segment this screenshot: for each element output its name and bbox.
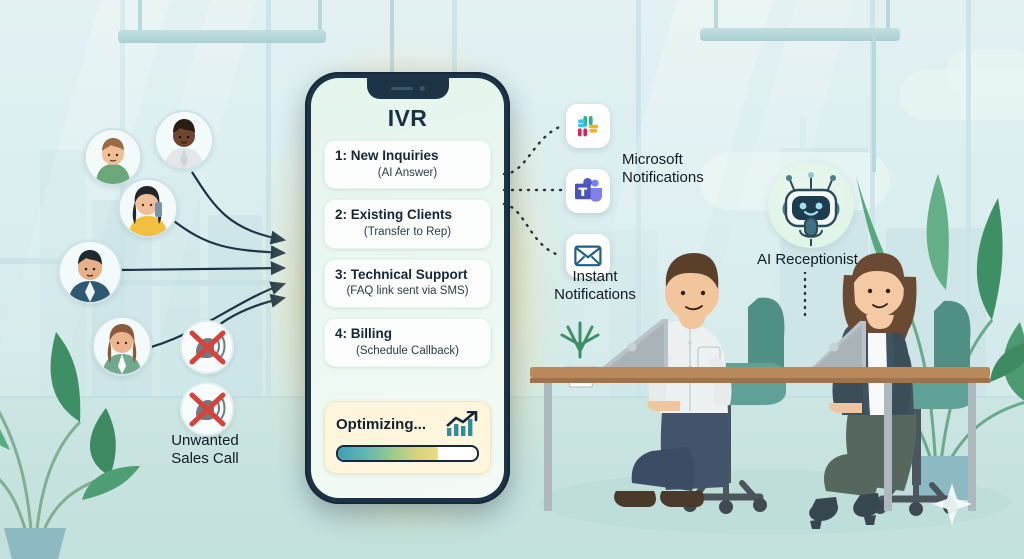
office-desk bbox=[530, 367, 990, 511]
phone-notch bbox=[366, 78, 449, 99]
window-mullion bbox=[966, 0, 971, 420]
sparkle-icon bbox=[932, 483, 972, 525]
ivr-menu-item-1[interactable]: 1: New Inquiries (AI Answer) bbox=[324, 140, 491, 190]
ivr-menu-item-4[interactable]: 4: Billing (Schedule Callback) bbox=[324, 317, 491, 367]
female-agent-at-laptop bbox=[809, 253, 917, 529]
ivr-menu-item-3[interactable]: 3: Technical Support (FAQ link sent via … bbox=[324, 258, 491, 308]
envelope-icon[interactable] bbox=[566, 234, 610, 278]
ivr-menu-item-2-title: 2: Existing Clients bbox=[335, 207, 453, 223]
microsoft-notifications-line2: Notifications bbox=[622, 168, 704, 186]
caller-avatar[interactable] bbox=[154, 110, 214, 170]
ai-receptionist-connector bbox=[803, 272, 807, 322]
ai-receptionist-text: AI Receptionist bbox=[757, 251, 858, 268]
optimizing-panel: Optimizing... bbox=[324, 401, 491, 474]
phone-device[interactable]: IVR 1: New Inquiries (AI Answer) 2: Exis… bbox=[305, 72, 510, 504]
phone-screen[interactable]: IVR 1: New Inquiries (AI Answer) 2: Exis… bbox=[311, 78, 504, 498]
office-workstation-scene bbox=[530, 253, 990, 529]
floor-plant-right bbox=[840, 170, 1024, 500]
background-building-antenna bbox=[800, 118, 806, 158]
speaker-grille-icon bbox=[390, 87, 413, 90]
window-sill bbox=[120, 280, 270, 286]
blocked-call-icon[interactable] bbox=[180, 320, 234, 374]
ceiling-light-rod bbox=[872, 32, 876, 172]
instant-notifications-line1: Instant bbox=[572, 268, 618, 285]
caller-avatar[interactable] bbox=[58, 240, 122, 304]
slack-icon[interactable] bbox=[566, 104, 610, 148]
caller-avatar[interactable] bbox=[92, 316, 152, 376]
chart-up-icon bbox=[445, 411, 479, 437]
ceiling-light-rod bbox=[886, 0, 890, 30]
ivr-menu-item-3-subtitle: (FAQ link sent via SMS) bbox=[346, 285, 469, 298]
ivr-menu-item-2[interactable]: 2: Existing Clients (Transfer to Rep) bbox=[324, 199, 491, 249]
unwanted-sales-call-text: Unwanted Sales Call bbox=[171, 432, 239, 467]
optimizing-progress-fill bbox=[338, 447, 439, 460]
ceiling-light bbox=[700, 28, 900, 41]
caller-avatar-on-phone[interactable] bbox=[118, 178, 178, 238]
ivr-menu-item-4-subtitle: (Schedule Callback) bbox=[356, 344, 459, 357]
microsoft-notifications-label: Microsoft Notifications bbox=[622, 151, 742, 186]
microsoft-notifications-line1: Microsoft bbox=[622, 151, 683, 168]
instant-notifications-line2: Notifications bbox=[554, 285, 636, 303]
blocked-call-icon[interactable] bbox=[180, 382, 234, 436]
ivr-menu-item-4-title: 4: Billing bbox=[335, 325, 392, 341]
notification-connectors bbox=[502, 124, 564, 258]
optimizing-label: Optimizing... bbox=[336, 415, 426, 433]
window-mullion bbox=[870, 0, 875, 420]
ivr-menu-item-2-subtitle: (Transfer to Rep) bbox=[363, 226, 452, 239]
ceiling-light-rod bbox=[318, 0, 322, 34]
front-camera-icon bbox=[419, 86, 425, 91]
floor-plant-left bbox=[0, 330, 190, 559]
cloud bbox=[946, 50, 1024, 96]
ivr-menu-item-1-subtitle: (AI Answer) bbox=[377, 166, 438, 179]
caller-avatar[interactable] bbox=[84, 128, 142, 186]
page-title: IVR bbox=[387, 105, 428, 131]
ivr-menu-item-1-title: 1: New Inquiries bbox=[335, 148, 439, 163]
optimizing-progress-bar bbox=[336, 445, 479, 462]
ai-receptionist-label: AI Receptionist bbox=[757, 251, 858, 269]
window-mullion bbox=[266, 0, 271, 420]
ivr-menu-list: 1: New Inquiries (AI Answer) 2: Existing… bbox=[324, 140, 491, 377]
ivr-menu-item-3-title: 3: Technical Support bbox=[335, 266, 468, 282]
ceiling-light bbox=[118, 30, 326, 43]
robot-icon[interactable] bbox=[768, 162, 854, 248]
instant-notifications-label: Instant Notifications bbox=[540, 268, 650, 303]
ceiling-light-rod bbox=[714, 0, 718, 30]
ms-teams-icon[interactable] bbox=[566, 169, 610, 213]
ceiling-light-rod bbox=[138, 0, 142, 34]
window-mullion bbox=[636, 0, 641, 420]
unwanted-sales-call-label: Unwanted Sales Call bbox=[155, 432, 255, 467]
